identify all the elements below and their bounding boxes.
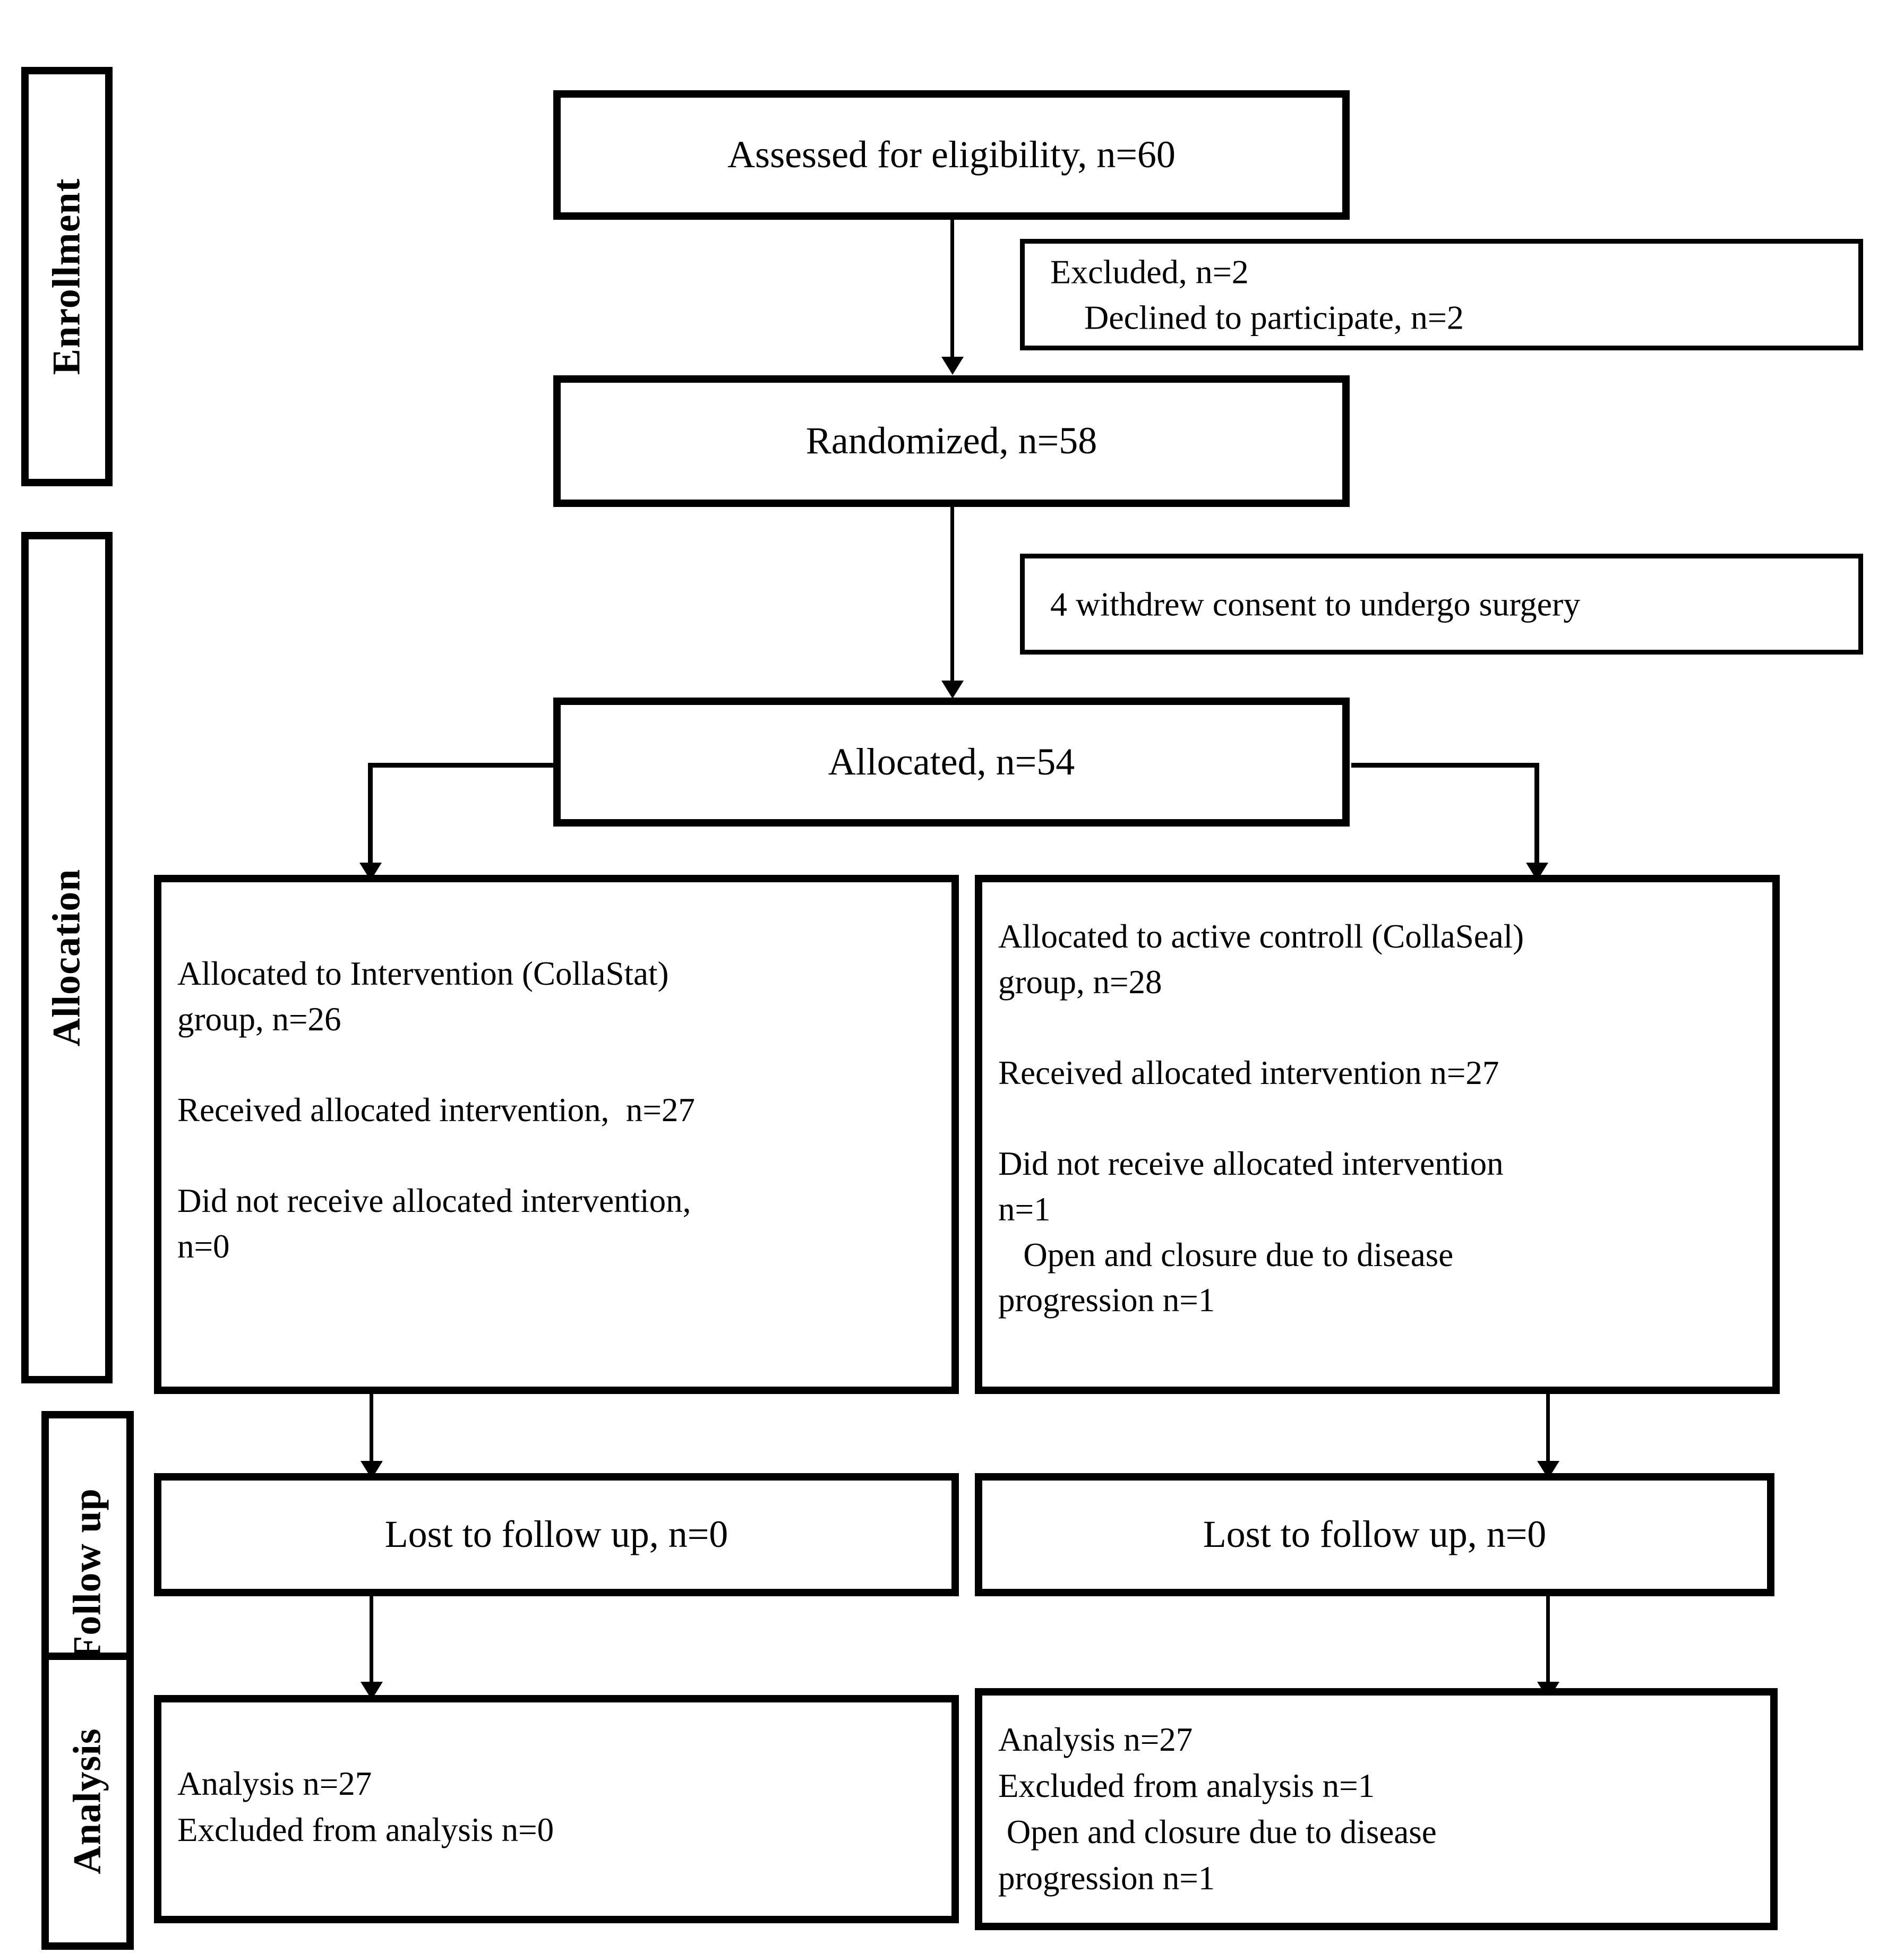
stage-enrollment: Enrollment (21, 67, 113, 486)
node-analysis-intervention-text: Analysis n=27 Excluded from analysis n=0 (177, 1765, 554, 1848)
node-allocation-intervention: Allocated to Intervention (CollaStat) gr… (154, 875, 959, 1394)
stage-enrollment-label: Enrollment (45, 178, 89, 375)
connector-allocated-left-horizontal (368, 763, 561, 768)
node-allocated: Allocated, n=54 (553, 698, 1350, 827)
node-excluded-text: Excluded, n=2 Declined to participate, n… (1050, 253, 1464, 336)
node-excluded: Excluded, n=2 Declined to participate, n… (1020, 239, 1863, 350)
connector-assessed-to-randomized (950, 219, 954, 372)
connector-allocright-to-followright (1546, 1391, 1550, 1476)
connector-allocated-right-vertical (1534, 763, 1539, 879)
connector-allocated-left-vertical (368, 763, 373, 879)
node-followup-intervention: Lost to follow up, n=0 (154, 1473, 959, 1596)
node-followup-intervention-text: Lost to follow up, n=0 (384, 1513, 728, 1556)
stage-followup-label: Follow up (65, 1488, 109, 1660)
node-allocation-control: Allocated to active controll (CollaSeal)… (975, 875, 1780, 1394)
stage-allocation: Allocation (21, 532, 113, 1383)
connector-allocated-right-horizontal (1351, 763, 1539, 768)
node-analysis-control: Analysis n=27 Excluded from analysis n=1… (975, 1688, 1778, 1930)
node-followup-control: Lost to follow up, n=0 (975, 1473, 1774, 1596)
stage-analysis-label: Analysis (65, 1728, 109, 1874)
arrowhead-randomized (941, 357, 964, 375)
connector-followleft-to-analysisleft (370, 1593, 373, 1696)
node-followup-control-text: Lost to follow up, n=0 (1203, 1513, 1547, 1556)
connector-allocleft-to-followleft (370, 1391, 373, 1476)
node-withdrew-consent: 4 withdrew consent to undergo surgery (1020, 554, 1863, 655)
stage-allocation-label: Allocation (45, 868, 89, 1047)
arrowhead-allocated (941, 681, 964, 699)
connector-randomized-to-allocated (950, 505, 954, 695)
node-analysis-intervention: Analysis n=27 Excluded from analysis n=0 (154, 1695, 959, 1923)
node-withdrew-text: 4 withdrew consent to undergo surgery (1050, 585, 1581, 623)
node-assessed-text: Assessed for eligibility, n=60 (727, 133, 1176, 176)
node-assessed-for-eligibility: Assessed for eligibility, n=60 (553, 90, 1350, 220)
node-allocated-text: Allocated, n=54 (828, 740, 1075, 783)
connector-followright-to-analysisright (1546, 1593, 1550, 1696)
node-randomized: Randomized, n=58 (553, 375, 1350, 507)
node-allocation-intervention-text: Allocated to Intervention (CollaStat) gr… (177, 955, 695, 1266)
node-allocation-control-text: Allocated to active controll (CollaSeal)… (998, 918, 1524, 1319)
stage-analysis: Analysis (41, 1653, 134, 1950)
node-analysis-control-text: Analysis n=27 Excluded from analysis n=1… (998, 1721, 1437, 1897)
node-randomized-text: Randomized, n=58 (805, 419, 1097, 462)
